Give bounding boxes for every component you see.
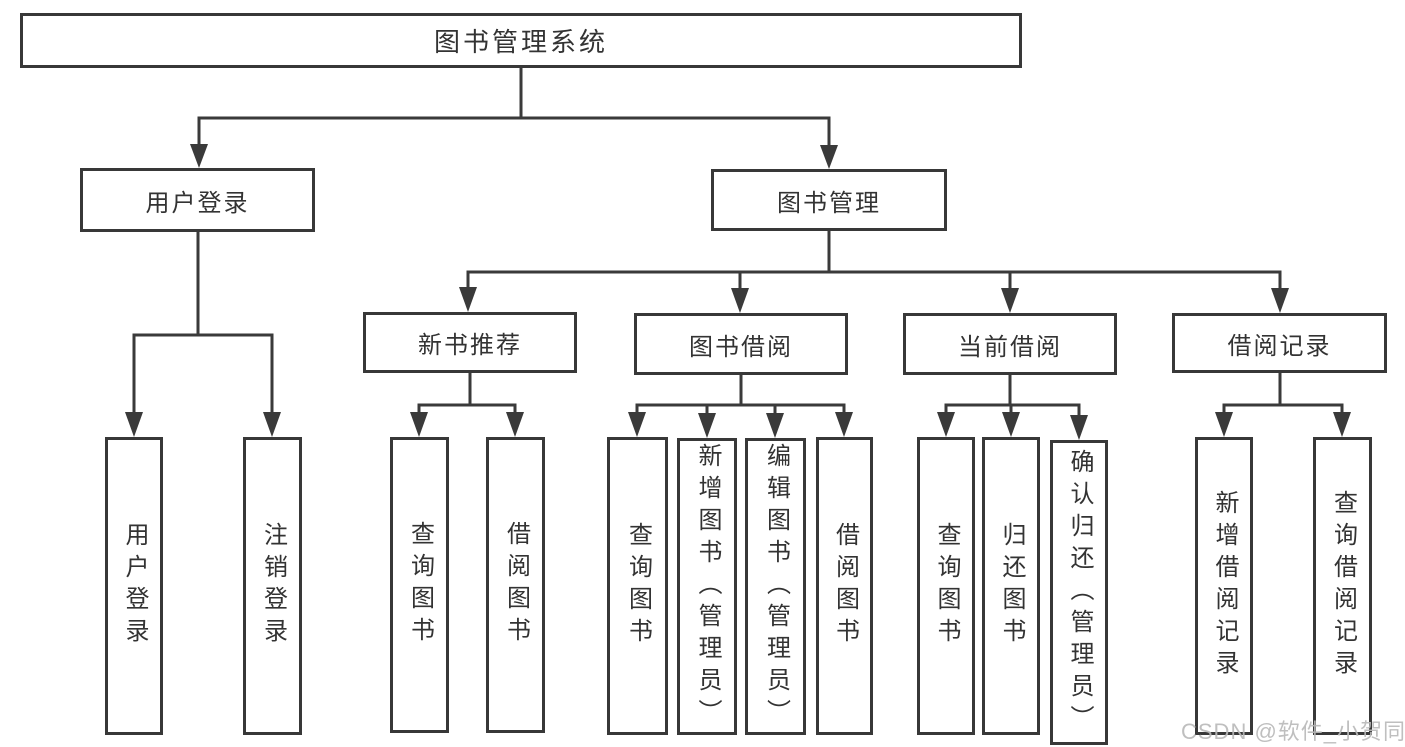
node-user-login: 用户登录 [80, 168, 315, 232]
node-label: 当前借阅 [958, 333, 1062, 361]
node-label: 图书借阅 [689, 333, 793, 361]
node-label: 借阅记录 [1227, 332, 1332, 360]
csdn-watermark: CSDN @软件_小贺同学 [1181, 719, 1405, 744]
leaf-edit-books-admin: 编辑图书（管理员） [745, 438, 806, 735]
branch-user-login [125, 232, 281, 437]
leaf-borrow-books-new: 借阅图书 [486, 437, 545, 733]
node-label: 新增图书（管理员） [694, 442, 721, 731]
node-label: 确认归还（管理员） [1066, 448, 1093, 737]
leaf-add-borrow-record: 新增借阅记录 [1195, 437, 1253, 735]
node-label: 用户登录 [121, 522, 148, 650]
node-label: 图书管理 [777, 189, 881, 217]
node-label: 归还图书 [998, 522, 1025, 650]
branch-book-management [459, 231, 1289, 313]
leaf-logout: 注销登录 [243, 437, 302, 735]
node-new-book-recommendation: 新书推荐 [363, 312, 577, 373]
node-label: 查询借阅记录 [1329, 490, 1357, 682]
node-current-borrowing: 当前借阅 [903, 313, 1117, 375]
leaf-query-borrow-record: 查询借阅记录 [1313, 437, 1372, 735]
branch-book-borrow [628, 375, 853, 438]
branch-new-books [410, 373, 524, 437]
node-label: 查询图书 [406, 521, 434, 649]
node-book-management: 图书管理 [711, 169, 947, 231]
node-label: 注销登录 [259, 522, 287, 650]
branch-root [190, 68, 838, 169]
node-label: 借阅图书 [831, 522, 859, 650]
node-label: 编辑图书（管理员） [762, 442, 790, 731]
node-book-borrowing: 图书借阅 [634, 313, 848, 375]
node-label: 查询图书 [933, 522, 960, 650]
node-label: 借阅图书 [502, 521, 530, 649]
leaf-add-books-admin: 新增图书（管理员） [677, 438, 737, 735]
leaf-query-books-borrow: 查询图书 [607, 437, 668, 735]
leaf-confirm-return-admin: 确认归还（管理员） [1050, 440, 1108, 745]
node-borrowing-records: 借阅记录 [1172, 313, 1387, 373]
leaf-user-login: 用户登录 [105, 437, 163, 735]
node-label: 新增借阅记录 [1211, 490, 1238, 682]
branch-current-borrow [937, 375, 1088, 440]
leaf-return-books: 归还图书 [982, 437, 1040, 735]
leaf-query-books-current: 查询图书 [917, 437, 975, 735]
leaf-query-books-new: 查询图书 [390, 437, 449, 733]
node-library-management-system: 图书管理系统 [20, 13, 1022, 68]
node-label: 查询图书 [624, 522, 652, 650]
node-label: 用户登录 [145, 189, 250, 217]
node-label: 新书推荐 [418, 332, 522, 359]
leaf-borrow-books: 借阅图书 [816, 437, 873, 735]
branch-borrow-records [1215, 373, 1351, 437]
node-label: 图书管理系统 [433, 27, 608, 57]
